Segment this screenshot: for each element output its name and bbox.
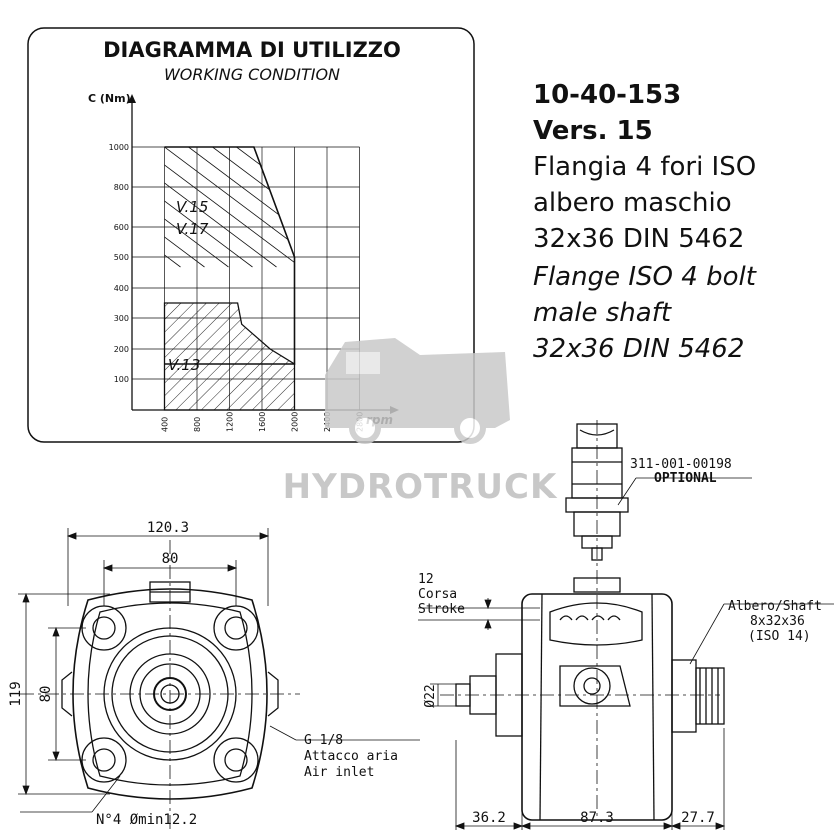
series-label: V.13 <box>168 356 200 374</box>
spec-en-line3: 32x36 DIN 5462 <box>533 334 745 364</box>
y-tick-label: 1000 <box>109 143 129 152</box>
x-tick-label: 2000 <box>291 412 300 432</box>
spec-it-line3: 32x36 DIN 5462 <box>533 224 745 254</box>
side-dimensions <box>418 477 834 830</box>
x-tick-label: 1600 <box>258 412 267 432</box>
y-tick-label: 400 <box>114 284 129 293</box>
inlet-label-2: Attacco aria <box>304 749 398 764</box>
series-v15-hatch <box>236 147 295 268</box>
y-tick-label: 300 <box>114 314 129 323</box>
series-label: V.15 <box>176 198 208 216</box>
series-v15-hatch <box>164 147 229 268</box>
y-axis-arrow <box>128 94 136 103</box>
stroke-label-2: Corsa <box>418 587 457 602</box>
series-v15-outline <box>164 146 296 365</box>
truck-icon <box>325 338 510 444</box>
watermark-text: HYDROTRUCK <box>283 467 558 507</box>
series-v15-hatch <box>164 147 277 268</box>
stroke-label-3: Stroke <box>418 602 465 617</box>
shaft-label-2: 8x32x36 <box>750 614 805 629</box>
series-v15-hatch <box>164 147 295 268</box>
inlet-label-3: Air inlet <box>304 765 374 780</box>
series-v15-hatch <box>188 147 295 268</box>
series-v15-hatch <box>164 147 253 268</box>
dim-height-bolt: 80 <box>38 686 54 703</box>
series-v15-hatch <box>357 147 517 267</box>
front-dimensions <box>18 528 420 813</box>
y-tick-label: 600 <box>114 223 129 232</box>
series-v15-hatch <box>164 147 295 268</box>
y-tick-label: 200 <box>114 345 129 354</box>
series-v15-hatch <box>333 147 493 267</box>
dim-height-total: 119 <box>8 681 24 706</box>
part-number: 311-001-00198 <box>630 457 732 472</box>
x-tick-label: 800 <box>193 417 202 432</box>
inlet-label-1: G 1/8 <box>304 733 343 748</box>
optional-label: OPTIONAL <box>654 471 717 486</box>
spec-code: 10-40-153 <box>533 80 682 110</box>
dim-36: 36.2 <box>472 810 506 826</box>
dim-27: 27.7 <box>681 810 715 826</box>
y-tick-label: 800 <box>114 183 129 192</box>
series-v15-hatch <box>212 147 295 268</box>
spec-version: Vers. 15 <box>533 116 653 146</box>
y-axis-label: C (Nm) <box>88 92 131 105</box>
shaft-label-3: (ISO 14) <box>748 629 811 644</box>
series-v15-hatch <box>284 147 295 268</box>
series-v15-hatch <box>164 147 181 268</box>
shaft-label-1: Albero/Shaft <box>728 599 822 614</box>
dim-width-bolt: 80 <box>162 551 179 567</box>
series-label: V.17 <box>176 220 209 238</box>
series-v15-hatch <box>381 147 541 267</box>
spec-en-line1: Flange ISO 4 bolt <box>533 262 756 292</box>
spec-en-line2: male shaft <box>533 298 672 328</box>
pump-side-view <box>440 420 725 821</box>
chart-frame <box>27 27 475 443</box>
spec-it-line1: Flangia 4 fori ISO <box>533 152 757 182</box>
dia-22-label: Ø22 <box>423 684 438 707</box>
y-tick-label: 100 <box>114 375 129 384</box>
dim-width-total: 120.3 <box>147 520 189 536</box>
spec-it-line2: albero maschio <box>533 188 732 218</box>
chart-subtitle: WORKING CONDITION <box>164 65 340 84</box>
series-v15-hatch <box>164 147 205 268</box>
holes-label: N°4 Ømin12.2 <box>96 812 197 828</box>
stroke-label-1: 12 <box>418 572 434 587</box>
series-v15-hatch <box>260 147 295 268</box>
x-tick-label: 1200 <box>226 412 235 432</box>
pump-front-view <box>20 540 300 830</box>
x-tick-label: 400 <box>161 417 170 432</box>
chart-title: DIAGRAMMA DI UTILIZZO <box>103 38 401 62</box>
dim-87: 87.3 <box>580 810 614 826</box>
y-tick-label: 500 <box>114 253 129 262</box>
series-v15-hatch <box>309 147 469 267</box>
